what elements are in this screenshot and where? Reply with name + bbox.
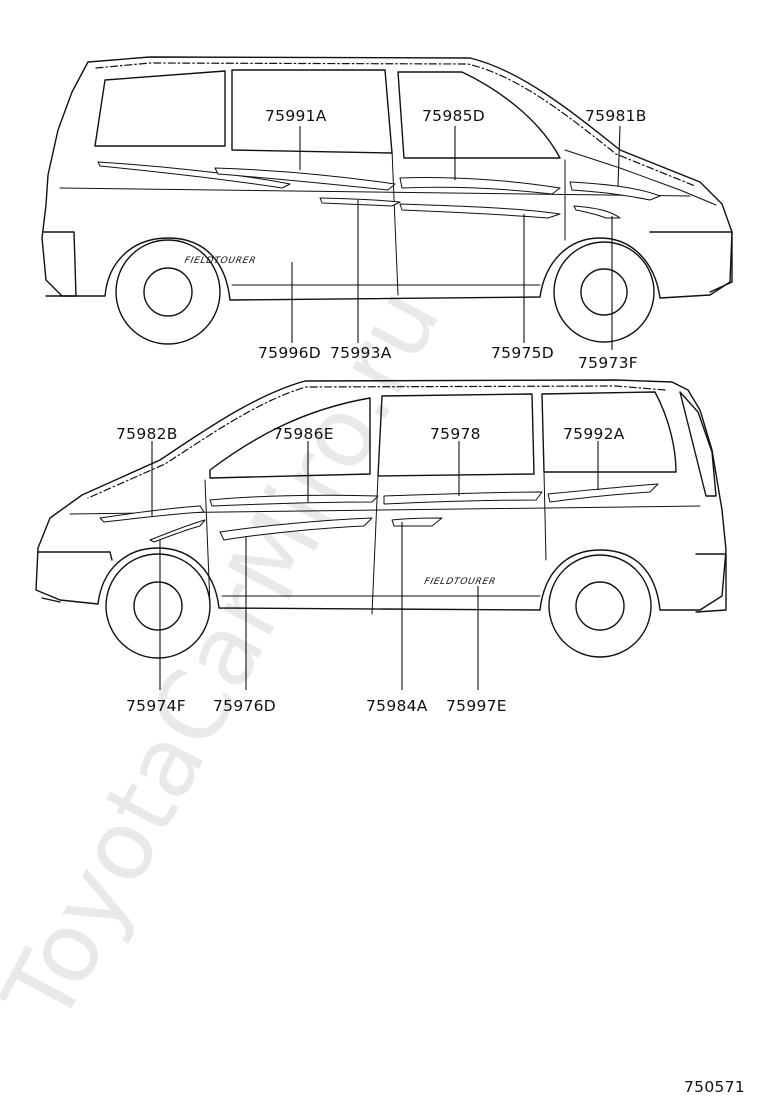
van-top-beltline [59,187,691,197]
label-75985D: 75985D [422,107,485,125]
van-bottom-stripe-door [209,494,379,507]
van-top-stripe-mid [214,167,396,191]
van-top-stripe-front-lower [573,205,621,219]
van-top-labels: 75991A 75985D 75981B 75996D 75993A 75975… [258,107,647,372]
van-bottom-front-wheel [105,553,211,659]
van-bottom-door-seam-2 [543,471,547,561]
van-bottom-rear-wheel [548,554,652,658]
watermark: ToyotaCarMiro.ru [0,270,462,1041]
van-bottom-body-outline [35,379,727,611]
van-top-rear-bumper [43,231,77,297]
label-75974F: 75974F [126,697,186,715]
van-bottom-rear-hub [575,581,625,631]
label-75991A: 75991A [265,107,327,125]
van-top-stripe-lower-2 [399,203,561,219]
van-bottom-left-side: FIELDTOURER [35,379,727,659]
label-75982B: 75982B [116,425,178,443]
van-bottom-roof-trim [87,385,666,499]
van-top-door-seam-1 [391,149,399,296]
van-bottom-door-window [377,393,535,477]
label-75992A: 75992A [563,425,625,443]
label-75984A: 75984A [366,697,428,715]
label-75996D: 75996D [258,344,321,362]
van-top-right-side: FIELDTOURER [41,56,733,345]
label-75976D: 75976D [213,697,276,715]
van-top-body-outline [41,56,733,301]
van-top-hood-line [564,149,717,206]
van-top-front-bumper [649,231,733,293]
van-top-rear-hub [143,267,193,317]
van-top-badge: FIELDTOURER [183,256,257,266]
van-bottom-leaders [151,441,599,690]
van-top-leaders [291,125,621,350]
van-bottom-badge: FIELDTOURER [423,577,497,587]
label-75997E: 75997E [446,697,507,715]
van-top-front-window [94,70,226,147]
van-bottom-rear-bumper [695,553,727,613]
label-75986E: 75986E [273,425,334,443]
van-bottom-rear-quarter [679,391,717,497]
van-top-front-hub [580,268,628,316]
van-bottom-stripe-rear [547,483,659,503]
diagram-code: 750571 [684,1078,745,1096]
label-75973F: 75973F [578,354,638,372]
label-75978: 75978 [430,425,481,443]
van-bottom-front-window [209,397,371,479]
van-bottom-rear-window [541,391,677,473]
van-bottom-stripe-lower [219,517,373,541]
van-bottom-front-hub [133,581,183,631]
van-bottom-stripe-lower-2 [391,517,443,527]
van-bottom-stripe-mid [383,491,543,505]
van-bottom-front-bumper [37,551,113,603]
label-75975D: 75975D [491,344,554,362]
label-75993A: 75993A [330,344,392,362]
van-bottom-door-seam-3 [204,479,211,606]
van-top-rear-wheel [115,239,221,345]
van-top-stripe-rear [97,161,291,189]
van-top-roof-trim [95,62,696,187]
van-top-door-window [397,71,561,159]
van-bottom-stripe-front-lower [149,519,206,543]
van-bottom-door-seam-1 [371,475,379,615]
van-top-stripe-lower [319,197,401,207]
van-bottom-labels: 75982B 75986E 75978 75992A 75974F 75976D… [116,425,625,715]
van-top-stripe-front [569,181,661,201]
label-75981B: 75981B [585,107,647,125]
van-top-front-wheel [553,241,655,343]
van-top-stripe-door [399,176,561,195]
